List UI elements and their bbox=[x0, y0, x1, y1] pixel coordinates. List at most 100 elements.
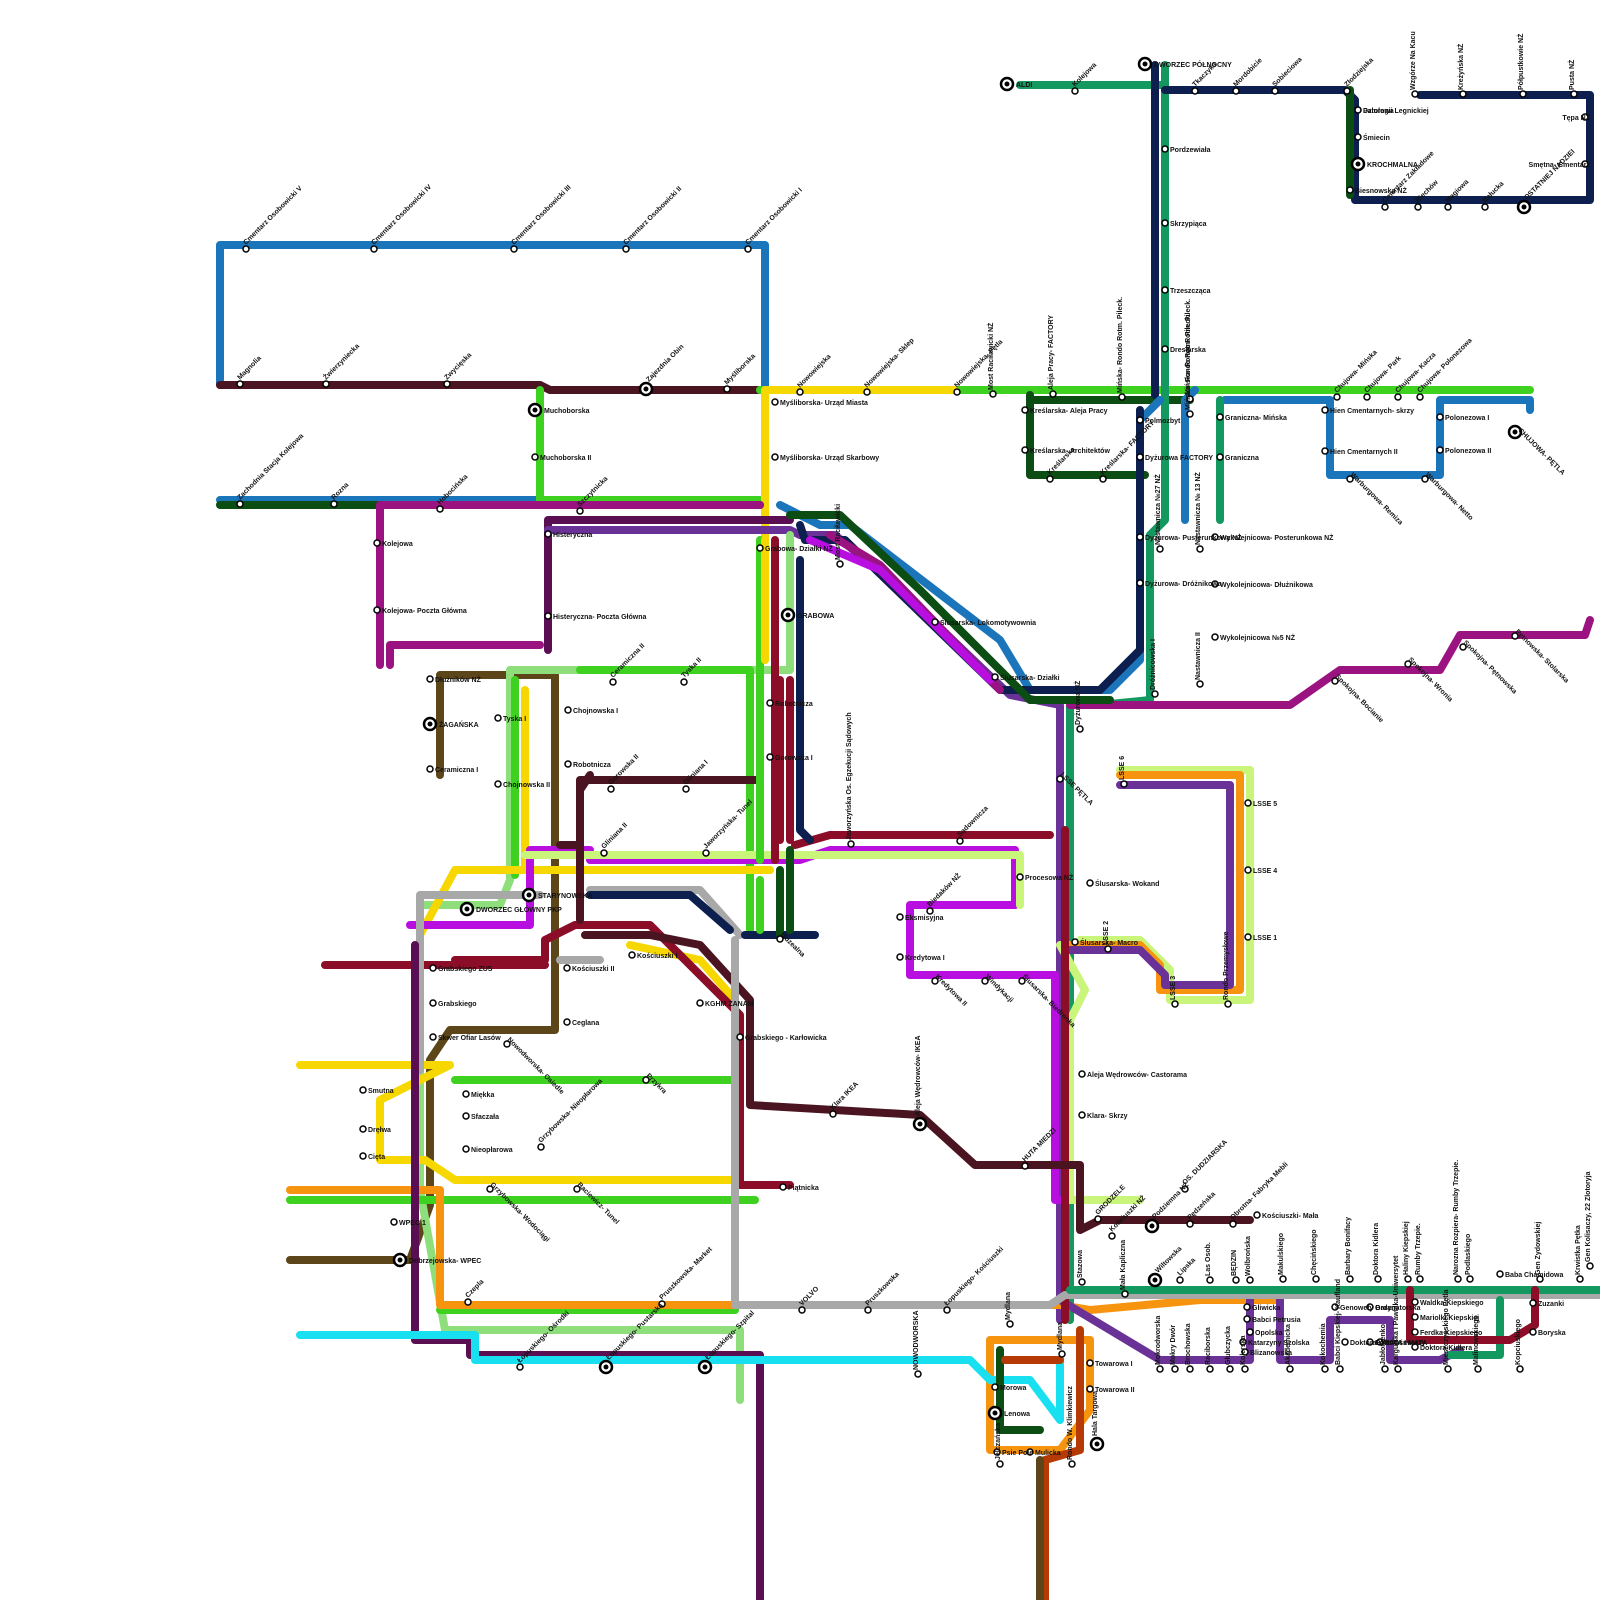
station-marker[interactable] bbox=[1395, 1366, 1401, 1372]
station-marker[interactable] bbox=[944, 1307, 950, 1313]
station-marker[interactable] bbox=[830, 1111, 836, 1117]
station-marker[interactable] bbox=[1177, 1277, 1183, 1283]
station-marker[interactable] bbox=[1382, 204, 1388, 210]
station-marker[interactable] bbox=[463, 1091, 469, 1097]
station-marker[interactable] bbox=[444, 381, 450, 387]
station-marker[interactable] bbox=[1059, 1351, 1065, 1357]
station-marker[interactable] bbox=[848, 841, 854, 847]
station-marker[interactable] bbox=[1212, 634, 1218, 640]
station-marker[interactable] bbox=[1334, 394, 1340, 400]
station-marker[interactable] bbox=[1530, 1300, 1536, 1306]
station-marker[interactable] bbox=[1187, 411, 1193, 417]
station-marker[interactable] bbox=[772, 399, 778, 405]
station-marker[interactable] bbox=[629, 952, 635, 958]
station-marker[interactable] bbox=[430, 1000, 436, 1006]
station-marker[interactable] bbox=[495, 781, 501, 787]
station-marker[interactable] bbox=[565, 707, 571, 713]
station-marker[interactable] bbox=[1337, 1366, 1343, 1372]
station-marker[interactable] bbox=[1322, 1366, 1328, 1372]
station-marker[interactable] bbox=[897, 914, 903, 920]
station-marker[interactable] bbox=[1077, 726, 1083, 732]
station-marker[interactable] bbox=[1395, 394, 1401, 400]
station-marker[interactable] bbox=[1022, 1163, 1028, 1169]
station-marker[interactable] bbox=[1217, 454, 1223, 460]
station-marker[interactable] bbox=[1050, 391, 1056, 397]
station-marker[interactable] bbox=[495, 715, 501, 721]
station-marker[interactable] bbox=[360, 1126, 366, 1132]
station-marker[interactable] bbox=[1344, 88, 1350, 94]
station-marker[interactable] bbox=[1417, 1276, 1423, 1282]
station-marker[interactable] bbox=[1497, 1271, 1503, 1277]
station-marker[interactable] bbox=[1322, 407, 1328, 413]
station-marker[interactable] bbox=[1242, 1366, 1248, 1372]
station-marker[interactable] bbox=[1437, 447, 1443, 453]
station-marker[interactable] bbox=[1233, 88, 1239, 94]
station-marker[interactable] bbox=[1100, 476, 1106, 482]
station-marker[interactable] bbox=[1280, 1276, 1286, 1282]
station-marker[interactable] bbox=[331, 501, 337, 507]
station-marker[interactable] bbox=[1245, 867, 1251, 873]
station-marker[interactable] bbox=[724, 386, 730, 392]
station-marker[interactable] bbox=[1007, 1321, 1013, 1327]
station-marker[interactable] bbox=[1079, 1279, 1085, 1285]
station-marker[interactable] bbox=[577, 508, 583, 514]
station-marker[interactable] bbox=[745, 246, 751, 252]
station-marker[interactable] bbox=[610, 679, 616, 685]
station-marker[interactable] bbox=[1079, 1112, 1085, 1118]
station-marker[interactable] bbox=[990, 391, 996, 397]
station-marker[interactable] bbox=[1172, 1001, 1178, 1007]
station-marker[interactable] bbox=[1415, 204, 1421, 210]
station-marker[interactable] bbox=[623, 246, 629, 252]
station-marker[interactable] bbox=[1207, 1277, 1213, 1283]
station-marker[interactable] bbox=[430, 1034, 436, 1040]
station-marker[interactable] bbox=[1520, 91, 1526, 97]
station-marker[interactable] bbox=[1022, 407, 1028, 413]
station-marker[interactable] bbox=[772, 454, 778, 460]
station-marker[interactable] bbox=[1244, 1304, 1250, 1310]
station-marker[interactable] bbox=[1405, 1276, 1411, 1282]
station-marker[interactable] bbox=[697, 1000, 703, 1006]
station-marker[interactable] bbox=[1571, 91, 1577, 97]
station-marker[interactable] bbox=[1069, 1461, 1075, 1467]
station-marker[interactable] bbox=[323, 381, 329, 387]
station-marker[interactable] bbox=[1162, 146, 1168, 152]
station-marker[interactable] bbox=[1157, 546, 1163, 552]
station-marker[interactable] bbox=[1347, 1276, 1353, 1282]
station-marker[interactable] bbox=[1272, 88, 1278, 94]
station-marker[interactable] bbox=[437, 506, 443, 512]
station-marker[interactable] bbox=[391, 1219, 397, 1225]
station-marker[interactable] bbox=[1247, 1277, 1253, 1283]
station-marker[interactable] bbox=[360, 1153, 366, 1159]
station-marker[interactable] bbox=[1187, 1221, 1193, 1227]
station-marker[interactable] bbox=[1247, 1329, 1253, 1335]
station-marker[interactable] bbox=[1122, 1291, 1128, 1297]
station-marker[interactable] bbox=[1482, 204, 1488, 210]
station-marker[interactable] bbox=[1072, 88, 1078, 94]
station-marker[interactable] bbox=[237, 381, 243, 387]
station-marker[interactable] bbox=[463, 1146, 469, 1152]
station-marker[interactable] bbox=[371, 246, 377, 252]
station-marker[interactable] bbox=[1355, 107, 1361, 113]
station-marker[interactable] bbox=[992, 1384, 998, 1390]
station-marker[interactable] bbox=[545, 613, 551, 619]
station-marker[interactable] bbox=[1244, 1316, 1250, 1322]
station-marker[interactable] bbox=[1287, 1366, 1293, 1372]
station-marker[interactable] bbox=[1412, 1314, 1418, 1320]
station-marker[interactable] bbox=[538, 1144, 544, 1150]
station-marker[interactable] bbox=[837, 561, 843, 567]
station-marker[interactable] bbox=[430, 965, 436, 971]
station-marker[interactable] bbox=[797, 389, 803, 395]
station-marker[interactable] bbox=[1254, 1212, 1260, 1218]
station-marker[interactable] bbox=[1460, 91, 1466, 97]
station-marker[interactable] bbox=[767, 754, 773, 760]
station-marker[interactable] bbox=[1412, 91, 1418, 97]
station-marker[interactable] bbox=[1152, 691, 1158, 697]
station-marker[interactable] bbox=[767, 700, 773, 706]
station-marker[interactable] bbox=[954, 389, 960, 395]
station-marker[interactable] bbox=[511, 246, 517, 252]
station-marker[interactable] bbox=[1227, 1366, 1233, 1372]
station-marker[interactable] bbox=[1162, 287, 1168, 293]
station-marker[interactable] bbox=[1517, 1366, 1523, 1372]
station-marker[interactable] bbox=[374, 607, 380, 613]
station-marker[interactable] bbox=[865, 1307, 871, 1313]
